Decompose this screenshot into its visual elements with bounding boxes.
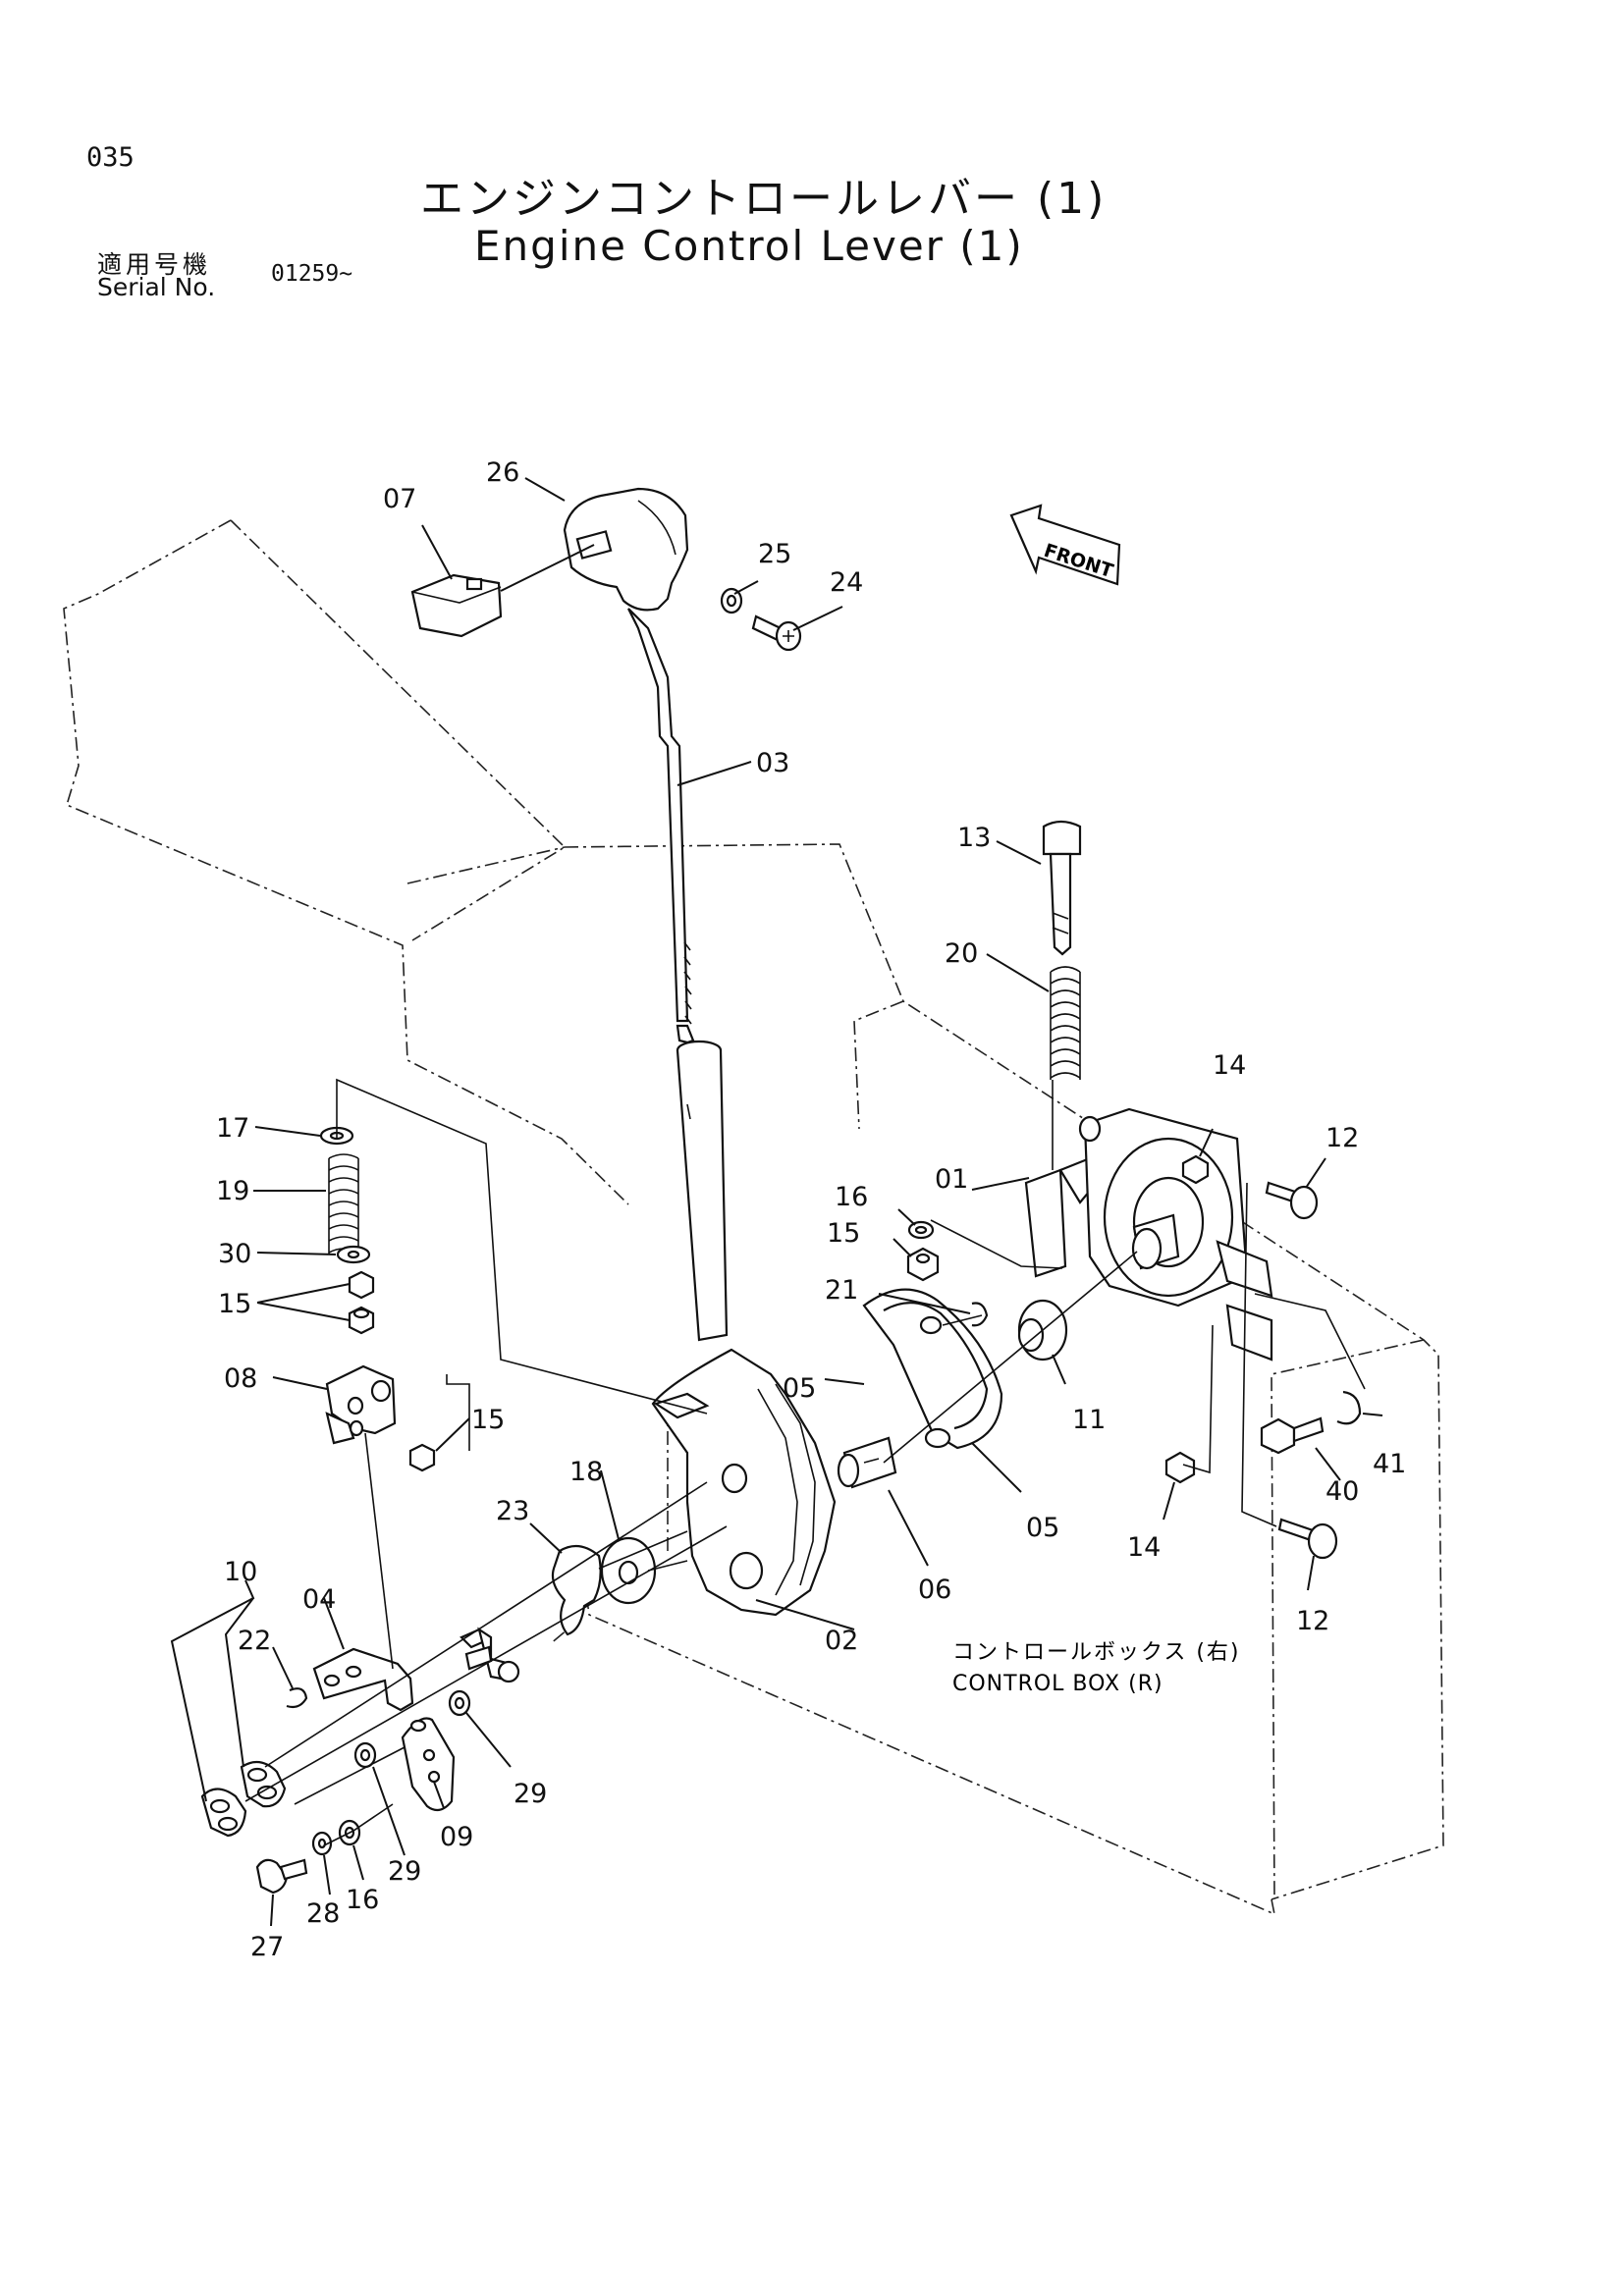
part-label-04: 04 (302, 1584, 336, 1615)
part-label-23: 23 (496, 1496, 529, 1526)
part-label-14-top: 14 (1213, 1050, 1246, 1081)
ring-22 (286, 1687, 308, 1709)
ring-21 (971, 1302, 989, 1327)
part-label-09: 09 (440, 1822, 473, 1852)
part-label-29-left: 29 (388, 1856, 421, 1887)
part-labels: 26 07 25 24 03 13 20 14 12 01 16 15 21 1… (216, 457, 1406, 1962)
part-label-20: 20 (945, 938, 978, 969)
part-label-11: 11 (1072, 1405, 1106, 1435)
title-english: Engine Control Lever (1) (474, 222, 1024, 270)
part-label-16-mid: 16 (835, 1182, 868, 1212)
part-label-08: 08 (224, 1363, 257, 1394)
part-label-21: 21 (825, 1275, 858, 1306)
part-label-13: 13 (957, 823, 991, 853)
pins-04 (460, 1627, 520, 1683)
washer-16-mid (907, 1220, 935, 1240)
front-arrow: FRONT (1009, 504, 1121, 586)
washer-29-a (448, 1689, 471, 1717)
bracket-04 (312, 1647, 414, 1712)
part-label-26: 26 (486, 457, 519, 488)
spring-19 (328, 1153, 359, 1255)
serial-label-japanese: 適用号機 (97, 250, 212, 279)
part-label-14-bottom: 14 (1127, 1532, 1161, 1563)
pin-06 (837, 1436, 897, 1489)
link-09 (401, 1717, 456, 1812)
ring-23 (551, 1544, 602, 1636)
part-label-15-lower: 15 (471, 1405, 505, 1435)
part-label-18: 18 (569, 1457, 603, 1487)
control-box-label-jp: コントロールボックス (右) (952, 1640, 1241, 1665)
part-label-02: 02 (825, 1626, 858, 1656)
screw-24 (751, 614, 802, 652)
clevis-08 (325, 1364, 397, 1445)
lever-tube (676, 1040, 729, 1342)
bolt-12-top (1265, 1181, 1319, 1220)
lever-rod (627, 608, 695, 1044)
bolt-13 (1042, 820, 1082, 956)
nut-15-lower (408, 1443, 436, 1472)
part-label-05-lower: 05 (1026, 1513, 1059, 1543)
part-label-19: 19 (216, 1176, 249, 1206)
part-label-16-lower: 16 (346, 1885, 379, 1915)
washer-25 (720, 587, 743, 614)
part-label-24: 24 (830, 567, 863, 598)
nut-15-left-a (348, 1270, 375, 1300)
washer-18 (600, 1536, 657, 1605)
part-label-05-upper: 05 (783, 1373, 816, 1404)
link-plate-10-right (240, 1760, 287, 1808)
nut-14-bottom (1164, 1451, 1196, 1484)
part-label-22: 22 (238, 1626, 271, 1656)
ring-41 (1336, 1390, 1362, 1425)
part-label-10: 10 (224, 1557, 257, 1587)
part-label-29-right: 29 (514, 1779, 547, 1809)
part-label-06: 06 (918, 1575, 951, 1605)
nut-15-left-b (348, 1306, 375, 1335)
part-label-15-left: 15 (218, 1289, 251, 1319)
serial-label-english: Serial No. (97, 273, 216, 301)
part-label-27: 27 (250, 1932, 284, 1962)
serial-number-value: 01259~ (271, 261, 353, 287)
part-label-41: 41 (1373, 1449, 1406, 1479)
leader-lines (170, 477, 1383, 1927)
nut-15-mid (906, 1247, 940, 1282)
link-plate-10-left (200, 1788, 247, 1838)
bolt-40 (1260, 1416, 1325, 1455)
part-label-12-top: 12 (1325, 1123, 1359, 1153)
control-box-label-en: CONTROL BOX (R) (952, 1672, 1163, 1696)
part-label-12-bottom: 12 (1296, 1606, 1329, 1636)
title-japanese: エンジンコントロールレバー (1) (420, 174, 1108, 224)
part-label-17: 17 (216, 1113, 249, 1144)
part-label-15-mid: 15 (827, 1218, 860, 1249)
spring-20 (1050, 966, 1081, 1080)
bolt-12-bottom (1277, 1518, 1338, 1560)
part-label-28: 28 (306, 1898, 340, 1929)
part-label-03: 03 (756, 748, 789, 778)
bolt-27 (255, 1858, 308, 1895)
washer-28 (311, 1831, 333, 1856)
friction-plate-05 (862, 1288, 1003, 1450)
nut-14-top (1181, 1154, 1210, 1185)
part-label-40: 40 (1325, 1476, 1359, 1507)
part-label-25: 25 (758, 539, 791, 569)
lever-body (651, 1348, 837, 1617)
part-label-30: 30 (218, 1239, 251, 1269)
washer-30 (336, 1245, 371, 1264)
assembly-lines (244, 1078, 1366, 1846)
part-label-07: 07 (383, 484, 416, 514)
part-label-01: 01 (935, 1164, 968, 1195)
knob-grip (563, 487, 689, 612)
bracket-01 (1024, 1107, 1273, 1362)
page-number: 035 (86, 142, 135, 173)
knob-cap (410, 573, 503, 638)
